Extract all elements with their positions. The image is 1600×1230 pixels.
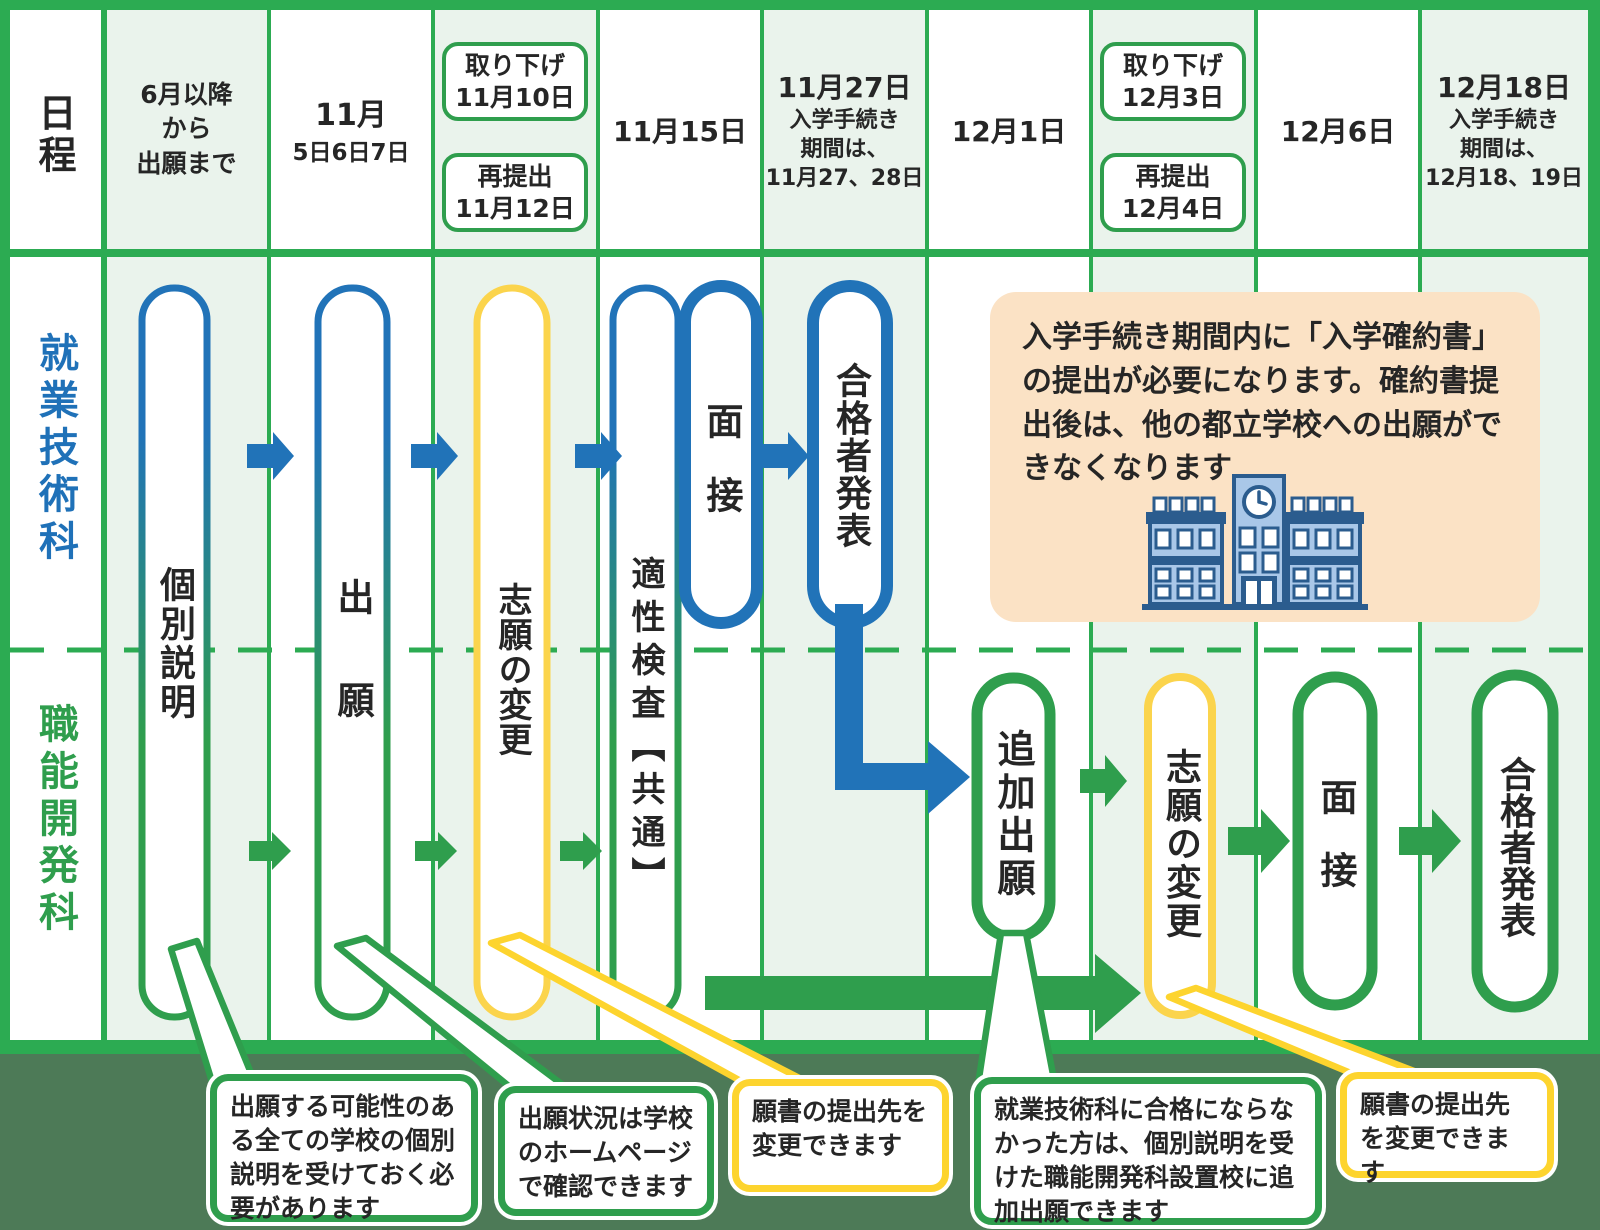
date-col-4-text: 11月15日 xyxy=(613,114,747,148)
pill-kobetsu-setsumei xyxy=(138,284,211,1021)
arrow-green-long xyxy=(705,954,1141,1033)
grid-line xyxy=(101,10,107,1040)
withdraw-box-1-date: 11月10日 xyxy=(455,82,575,112)
resubmit-box-1: 再提出 11月12日 xyxy=(442,153,588,232)
label-tsuika-shutsugan: 追加出願 xyxy=(991,729,1035,901)
frame-top xyxy=(0,0,1600,10)
pill-shigan-henko xyxy=(473,284,551,1021)
tail-note4 xyxy=(974,929,1059,1089)
date-col-8: 12月6日 xyxy=(1256,10,1420,249)
note-change-submission-2: 願書の提出先を変更できます xyxy=(1340,1072,1554,1187)
column-stripe-label xyxy=(10,10,104,1040)
pill-mensetsu-bottom xyxy=(1292,671,1378,1011)
withdraw-box-2: 取り下げ 12月3日 xyxy=(1100,42,1246,121)
label-tekisei-kensa: 適性検査【共通】 xyxy=(625,556,665,900)
pill-shigan-henko-2 xyxy=(1144,673,1216,1019)
label-gokakusha-top: 合格者発表 xyxy=(830,362,871,550)
arrow-blue-4 xyxy=(762,432,809,480)
withdraw-box-2-title: 取り下げ xyxy=(1122,51,1223,81)
arrow-green-5 xyxy=(1228,809,1290,873)
withdraw-box-1: 取り下げ 11月10日 xyxy=(442,42,588,121)
date-col-5: 11月27日 入学手続き 期間は、 11月27、28日 xyxy=(762,10,927,249)
date-col-5-date: 11月27日 xyxy=(777,70,912,104)
note-application-status: 出願状況は学校のホームページで確認できます xyxy=(498,1086,714,1216)
resubmit-box-2-date: 12月4日 xyxy=(1121,193,1225,223)
label-shigan-henko-2: 志願の変更 xyxy=(1160,748,1201,941)
label-mensetsu-top: 面接 xyxy=(700,402,743,550)
admission-notice-text: 入学手続き期間内に「入学確約書」の提出が必要になります。確約書提出後は、他の都立… xyxy=(1022,320,1502,487)
date-col-9-sub: 入学手続き 期間は、 12月18、19日 xyxy=(1425,107,1583,192)
withdraw-box-1-title: 取り下げ xyxy=(464,51,565,81)
arrow-blue-2 xyxy=(411,432,458,480)
label-shutsugan: 出願 xyxy=(331,578,374,784)
date-col-5-sub: 入学手続き 期間は、 11月27、28日 xyxy=(765,107,924,192)
arrow-green-4 xyxy=(1080,755,1127,807)
table-bottom-border xyxy=(0,1040,1600,1054)
grid-line xyxy=(267,10,271,1040)
arrow-green-2 xyxy=(415,832,457,870)
arrow-green-6 xyxy=(1399,809,1461,873)
resubmit-box-1-date: 11月12日 xyxy=(455,193,575,223)
date-col-6: 12月1日 xyxy=(927,10,1091,249)
label-shigan-henko: 志願の変更 xyxy=(492,582,532,757)
date-col-9: 12月18日 入学手続き 期間は、 12月18、19日 xyxy=(1420,10,1588,249)
label-gokakusha-bottom: 合格者発表 xyxy=(1494,756,1535,939)
grid-line xyxy=(596,10,600,1040)
pill-mensetsu-top xyxy=(679,280,763,629)
header-separator xyxy=(10,249,1588,257)
school-building-icon xyxy=(1142,474,1368,610)
arrow-blue-3 xyxy=(575,432,622,480)
resubmit-box-1-title: 再提出 xyxy=(477,162,553,192)
arrow-green-1 xyxy=(249,832,291,870)
resubmit-box-2-title: 再提出 xyxy=(1135,162,1211,192)
track-label-shugyo-gijutsuka: 就業技術科 xyxy=(32,332,78,567)
schedule-header-label: 日程 xyxy=(32,93,76,177)
date-col-4: 11月15日 xyxy=(598,10,762,249)
connector-blue-elbow-arrow xyxy=(835,604,970,814)
date-col-6-text: 12月1日 xyxy=(951,114,1067,148)
grid-line xyxy=(431,10,435,1040)
arrow-blue-1 xyxy=(247,432,294,480)
date-col-1-text: 6月以降 から 出願まで xyxy=(136,79,237,178)
note-individual-briefing: 出願する可能性のある全ての学校の個別説明を受けておく必要があります xyxy=(210,1074,478,1223)
withdraw-box-2-date: 12月3日 xyxy=(1121,82,1225,112)
date-col-9-date: 12月18日 xyxy=(1437,70,1571,104)
date-col-2-month: 11月 xyxy=(315,98,387,134)
note-additional-application: 就業技術科に合格にならなかった方は、個別説明を受けた職能開発科設置校に追加出願で… xyxy=(974,1077,1322,1226)
frame-right xyxy=(1588,0,1600,1048)
tail-note5 xyxy=(1165,984,1439,1088)
date-col-8-text: 12月6日 xyxy=(1280,114,1396,148)
pill-shutsugan xyxy=(314,284,391,1021)
label-mensetsu-bottom: 面接 xyxy=(1314,778,1357,924)
track-label-shokuno-kaihatsuka: 職能開発科 xyxy=(32,703,78,938)
note-change-submission-1: 願書の提出先を変更できます xyxy=(732,1079,949,1192)
grid-line xyxy=(925,10,929,1040)
frame-left xyxy=(0,0,10,1048)
pill-gokakusha-bottom xyxy=(1471,669,1559,1013)
resubmit-box-2: 再提出 12月4日 xyxy=(1100,153,1246,232)
arrow-green-3 xyxy=(560,832,602,870)
date-col-1: 6月以降 から 出願まで xyxy=(104,10,269,249)
label-kobetsu-setsumei: 個別説明 xyxy=(154,566,195,722)
date-col-2: 11月 5日6日7日 xyxy=(269,10,433,249)
date-col-2-days: 5日6日7日 xyxy=(292,140,410,167)
